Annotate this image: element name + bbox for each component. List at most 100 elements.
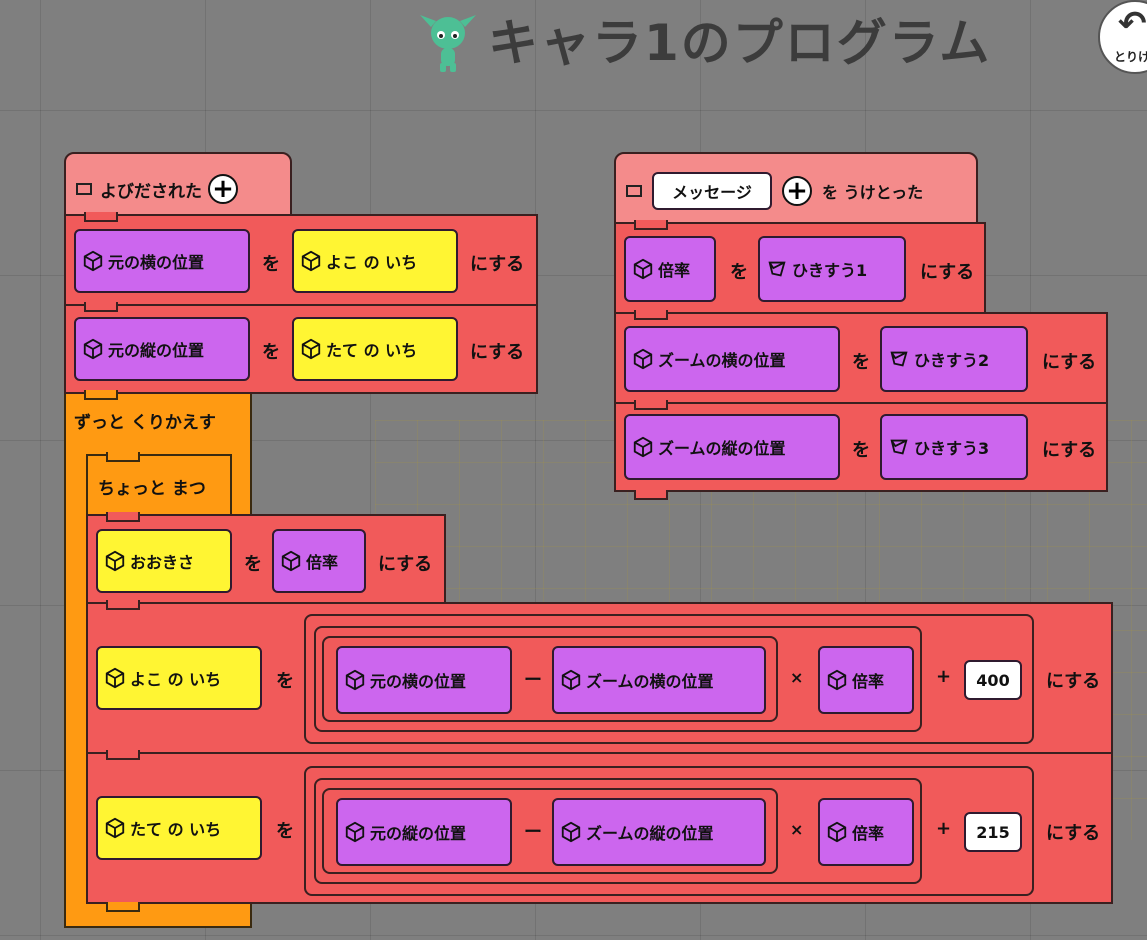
- set-label: にする: [1046, 823, 1101, 844]
- value-slot[interactable]: 倍率: [818, 646, 914, 714]
- set-variable-block[interactable]: 元の横の位置 を よこ の いち にする: [64, 214, 538, 306]
- block-connector: [106, 452, 140, 462]
- value-slot[interactable]: たて の いち: [292, 317, 458, 381]
- block-connector: [634, 490, 668, 500]
- minus-operator: ー: [524, 822, 542, 843]
- cube-icon: [105, 817, 125, 839]
- multiply-expression[interactable]: [314, 778, 922, 884]
- block-connector: [106, 600, 140, 610]
- when-message-received-hat-block[interactable]: メッセージ + を うけとった: [614, 152, 978, 224]
- title-text: キャラ1のプログラム: [488, 14, 992, 72]
- block-connector: [84, 212, 118, 222]
- cube-icon: [83, 250, 103, 272]
- wo-label: を: [852, 352, 870, 373]
- variable-slot[interactable]: 倍率: [624, 236, 716, 302]
- cube-icon: [105, 667, 125, 689]
- cube-icon: [827, 821, 847, 843]
- set-variable-block[interactable]: ズームの縦の位置 を ひきすう3 にする: [614, 402, 1108, 492]
- undo-icon: ↶: [1118, 4, 1147, 44]
- variable-slot[interactable]: たて の いち: [96, 796, 262, 860]
- set-variable-block[interactable]: 元の縦の位置 を たて の いち にする: [64, 304, 538, 394]
- set-label: にする: [470, 342, 525, 363]
- plus-operator: +: [936, 818, 952, 839]
- variable-slot[interactable]: 元の縦の位置: [74, 317, 250, 381]
- block-connector: [84, 302, 118, 312]
- wo-label: を: [276, 671, 294, 692]
- cube-icon: [633, 436, 653, 458]
- subtract-expression[interactable]: [322, 788, 778, 874]
- argument-slot[interactable]: ひきすう1: [758, 236, 906, 302]
- mail-icon: [626, 185, 642, 197]
- wo-label: を: [262, 342, 280, 363]
- set-label: にする: [470, 254, 525, 275]
- cube-icon: [345, 669, 365, 691]
- add-parameter-button[interactable]: +: [782, 176, 812, 206]
- hat-label: を うけとった: [822, 183, 924, 202]
- block-connector: [84, 390, 118, 400]
- undo-button[interactable]: ↶ とりけし: [1098, 0, 1147, 74]
- variable-slot[interactable]: ズームの横の位置: [624, 326, 840, 392]
- wait-block[interactable]: ちょっと まつ: [86, 454, 232, 516]
- block-connector: [106, 902, 140, 912]
- block-connector: [634, 220, 668, 230]
- character-avatar-icon: [420, 15, 476, 72]
- argument-slot[interactable]: ひきすう2: [880, 326, 1028, 392]
- set-variable-block[interactable]: おおきさ を 倍率 にする: [86, 514, 446, 606]
- cube-icon: [301, 338, 321, 360]
- wo-label: を: [244, 554, 262, 575]
- wait-label: ちょっと まつ: [98, 479, 206, 499]
- value-slot[interactable]: 元の縦の位置: [336, 798, 512, 866]
- block-connector: [634, 310, 668, 320]
- number-input[interactable]: 400: [964, 660, 1022, 700]
- plus-operator: +: [936, 666, 952, 687]
- times-operator: ×: [790, 820, 804, 839]
- argument-icon: [768, 261, 786, 277]
- set-variable-block[interactable]: よこ の いち を 元の横の位置 ー ズームの横の位置 × 倍率 + 400 に…: [86, 602, 1113, 754]
- cube-icon: [83, 338, 103, 360]
- wo-label: を: [852, 440, 870, 461]
- subtract-expression[interactable]: [322, 636, 778, 722]
- add-parameter-button[interactable]: +: [208, 174, 238, 204]
- value-slot[interactable]: ズームの横の位置: [552, 646, 766, 714]
- argument-slot[interactable]: ひきすう3: [880, 414, 1028, 480]
- cube-icon: [561, 669, 581, 691]
- cube-icon: [827, 669, 847, 691]
- block-connector: [634, 400, 668, 410]
- add-expression[interactable]: [304, 766, 1034, 896]
- hat-label: よびだされた: [100, 181, 202, 202]
- multiply-expression[interactable]: [314, 626, 922, 732]
- set-variable-block[interactable]: 倍率 を ひきすう1 にする: [614, 222, 986, 314]
- value-slot[interactable]: よこ の いち: [292, 229, 458, 293]
- minus-operator: ー: [524, 670, 542, 691]
- cube-icon: [561, 821, 581, 843]
- page-title: キャラ1のプログラム: [420, 4, 991, 74]
- argument-icon: [890, 439, 908, 455]
- add-expression[interactable]: [304, 614, 1034, 744]
- undo-label: とりけし: [1114, 50, 1147, 64]
- block-connector: [106, 512, 140, 522]
- value-slot[interactable]: 元の横の位置: [336, 646, 512, 714]
- value-slot[interactable]: 倍率: [818, 798, 914, 866]
- set-label: にする: [378, 554, 433, 575]
- set-label: にする: [1042, 352, 1097, 373]
- set-label: にする: [1042, 440, 1097, 461]
- cube-icon: [633, 258, 653, 280]
- set-variable-block[interactable]: たて の いち を 元の縦の位置 ー ズームの縦の位置 × 倍率 + 215 に…: [86, 752, 1113, 904]
- value-slot[interactable]: ズームの縦の位置: [552, 798, 766, 866]
- variable-slot[interactable]: 元の横の位置: [74, 229, 250, 293]
- variable-slot[interactable]: ズームの縦の位置: [624, 414, 840, 480]
- number-input[interactable]: 215: [964, 812, 1022, 852]
- variable-slot[interactable]: おおきさ: [96, 529, 232, 593]
- set-label: にする: [1046, 671, 1101, 692]
- message-name-field[interactable]: メッセージ: [652, 172, 772, 210]
- set-variable-block[interactable]: ズームの横の位置 を ひきすう2 にする: [614, 312, 1108, 404]
- when-called-hat-block[interactable]: よびだされた +: [64, 152, 292, 216]
- times-operator: ×: [790, 668, 804, 687]
- block-connector: [106, 750, 140, 760]
- value-slot[interactable]: 倍率: [272, 529, 366, 593]
- cube-icon: [633, 348, 653, 370]
- cube-icon: [281, 550, 301, 572]
- variable-slot[interactable]: よこ の いち: [96, 646, 262, 710]
- mail-icon: [76, 183, 92, 195]
